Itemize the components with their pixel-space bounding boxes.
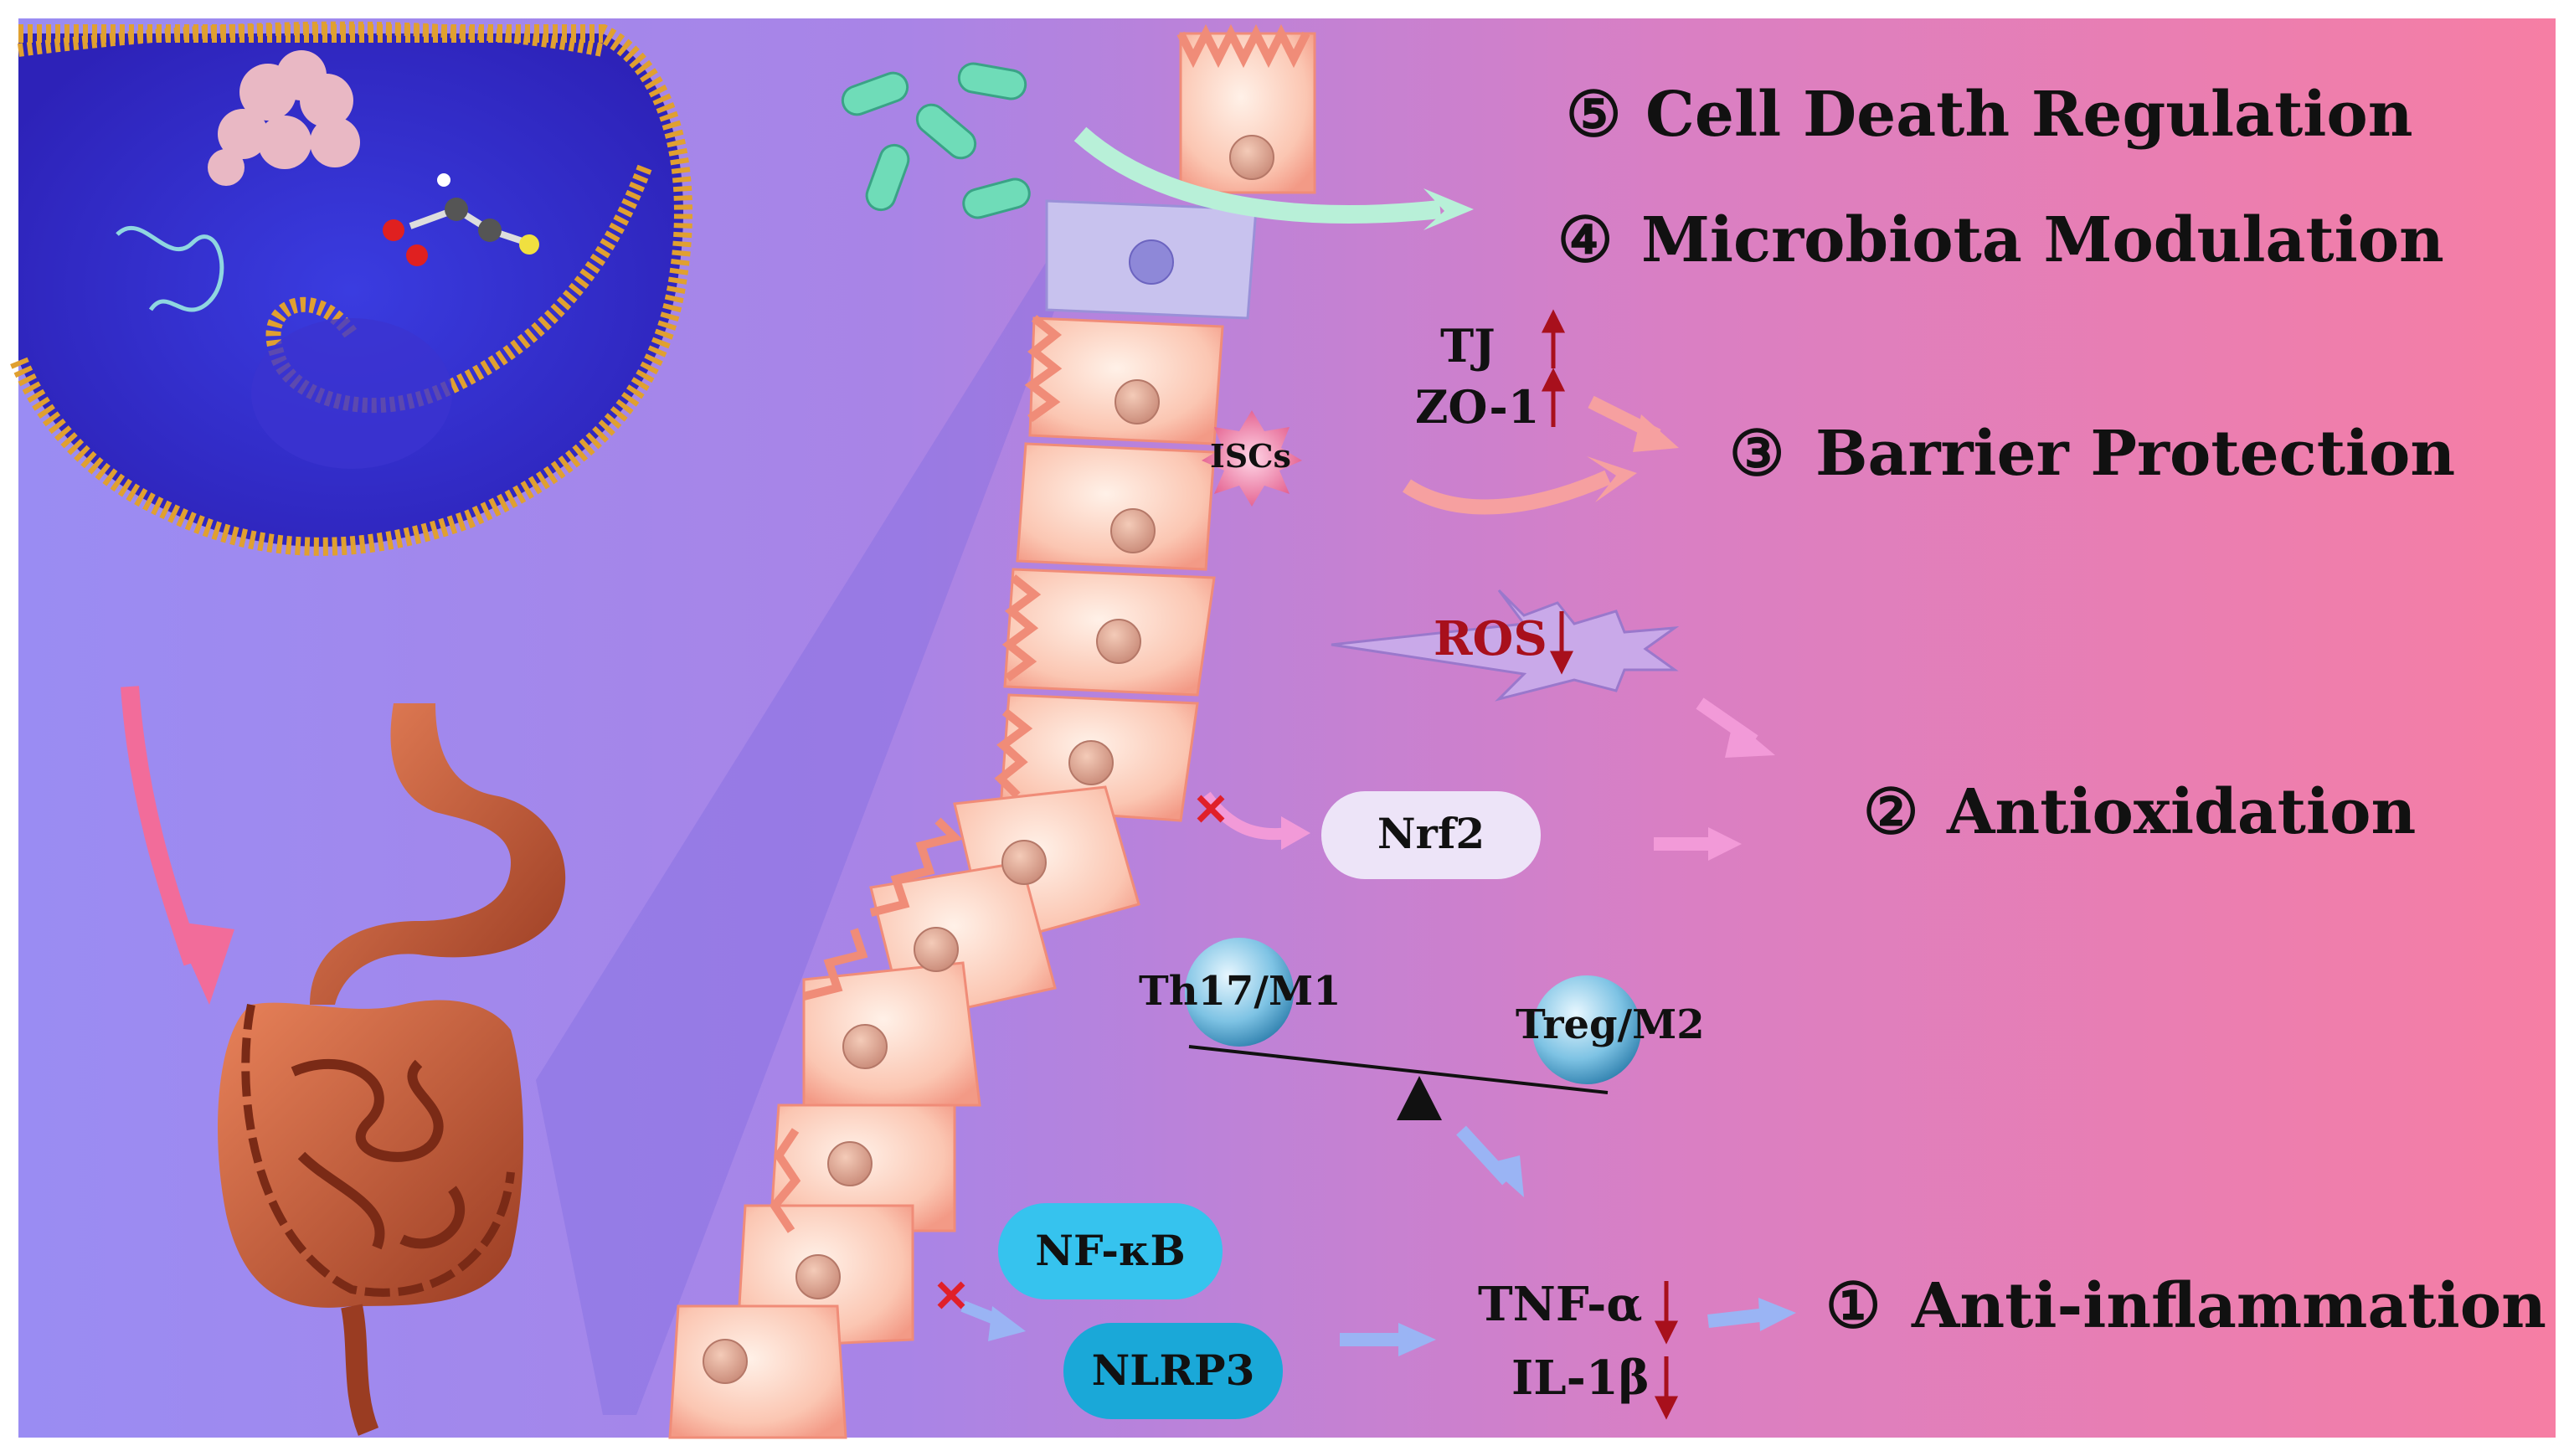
cell-nucleus <box>1115 379 1160 424</box>
mechanism-1-label: Anti-inflammation <box>1911 1270 2546 1342</box>
down-arrow-icon <box>1654 1281 1679 1345</box>
down-arrow-icon <box>1549 611 1574 675</box>
balance-fulcrum <box>1397 1076 1442 1120</box>
ros-label: ROS <box>1434 611 1547 666</box>
cell-nucleus <box>1229 135 1274 180</box>
epithelial-cell <box>1016 442 1216 571</box>
mechanism-4-number: ④ <box>1557 204 1613 276</box>
tnf-alpha-label: TNF-α <box>1478 1277 1642 1332</box>
up-arrow-icon <box>1541 309 1566 368</box>
nfkb-label: NF-κB <box>1035 1226 1185 1275</box>
cell-nucleus <box>827 1141 873 1186</box>
vesicle-illustration <box>9 21 692 556</box>
balance-to-cytokine-arrowhead <box>1486 1155 1524 1197</box>
ros-burst-shape <box>1331 589 1680 702</box>
mechanism-3-number: ③ <box>1729 418 1784 490</box>
delivery-arrowhead <box>172 921 234 1005</box>
iscs-label: ISCs <box>1210 437 1291 475</box>
barrier-curve-arrowhead <box>1587 456 1637 502</box>
microbiota-sweep-arrow <box>1073 126 1442 224</box>
nfkb-pill <box>998 1203 1223 1299</box>
treg-m2-cell <box>1532 975 1641 1084</box>
cell-nucleus <box>914 927 959 972</box>
th17-m1-cell <box>1185 938 1294 1047</box>
cytokine-to-antiinflammation-arrowhead <box>1758 1298 1796 1331</box>
up-arrow-icon <box>1541 368 1566 427</box>
zo1-label: ZO-1 <box>1415 380 1539 434</box>
epithelial-cell <box>802 961 981 1107</box>
cell-nucleus <box>1110 508 1156 553</box>
balance-beam <box>1188 1045 1609 1094</box>
th17-m1-label: Th17/M1 <box>1139 968 1341 1015</box>
epithelial-cell <box>1028 316 1224 445</box>
isc-cell-icon <box>1202 410 1302 507</box>
nrf2-label: Nrf2 <box>1377 809 1485 858</box>
tj-label: TJ <box>1440 319 1495 373</box>
ros-to-antiox-arrowhead <box>1725 720 1775 758</box>
cell-nucleus <box>842 1024 888 1069</box>
cell-nucleus <box>1129 239 1174 285</box>
mechanism-2-number: ② <box>1863 776 1918 848</box>
inhibit-x-icon <box>937 1281 965 1309</box>
treg-m2-label: Treg/M2 <box>1516 1001 1705 1048</box>
mechanism-1-number: ① <box>1825 1270 1881 1342</box>
mechanism-4-label: Microbiota Modulation <box>1641 204 2444 276</box>
mechanism-2-label: Antioxidation <box>1946 776 2416 848</box>
barrier-short-arrowhead <box>1633 414 1679 452</box>
cell-nucleus <box>1096 619 1141 664</box>
cytokine-to-antiinflammation-arrow <box>1707 1308 1768 1328</box>
epithelial-cell <box>668 1304 847 1439</box>
bacteria-cluster <box>841 62 1031 219</box>
cell-to-nrf2-arrowhead <box>1281 816 1310 850</box>
microbiota-sweep-arrowhead <box>1423 188 1474 230</box>
nrf2-pill <box>1321 791 1541 879</box>
down-arrow-icon <box>1654 1356 1679 1420</box>
cell-nucleus <box>1068 740 1114 785</box>
nlrp3-label: NLRP3 <box>1092 1345 1255 1395</box>
mechanism-3-label: Barrier Protection <box>1815 418 2455 490</box>
mechanism-5-label: Cell Death Regulation <box>1645 79 2413 151</box>
cell-nucleus <box>795 1254 841 1299</box>
nlrp3-to-cytokine-arrowhead <box>1398 1323 1436 1356</box>
mechanism-5-number: ⑤ <box>1566 79 1621 151</box>
cell-nucleus <box>1001 840 1047 885</box>
epithelial-cell <box>1179 32 1316 194</box>
epithelial-layer <box>668 23 1316 1439</box>
barrier-curve-arrow <box>1403 470 1611 515</box>
gut-illustration <box>218 703 566 1436</box>
il1b-label: IL-1β <box>1511 1351 1650 1406</box>
cell-to-nfkb-arrowhead <box>988 1306 1026 1341</box>
nrf2-to-antiox-arrowhead <box>1708 827 1742 861</box>
inhibit-x-icon <box>1197 795 1225 823</box>
zoom-beam <box>536 234 1080 1415</box>
cell-nucleus <box>703 1339 748 1384</box>
nlrp3-pill <box>1063 1323 1283 1419</box>
